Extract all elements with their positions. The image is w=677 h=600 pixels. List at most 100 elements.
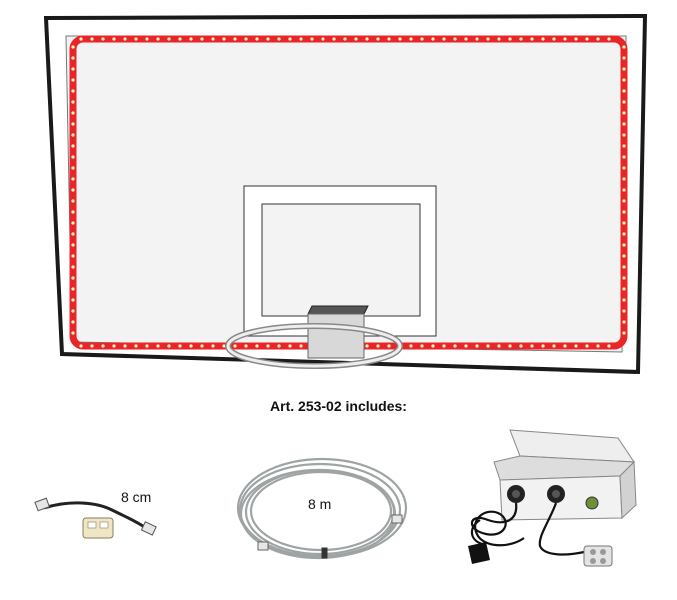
led-dot [464,344,468,348]
led-dot [552,344,556,348]
led-dot [365,37,369,41]
led-dot [112,37,116,41]
led-dot [343,37,347,41]
led-dot [71,133,75,137]
led-dot [156,37,160,41]
led-dot [442,37,446,41]
led-dot [71,89,75,93]
led-dot [530,37,534,41]
status-indicator [585,496,599,510]
led-dot [622,287,626,291]
led-dot [101,37,105,41]
led-dot [420,37,424,41]
led-dot [71,320,75,324]
rim-bracket [307,313,365,359]
led-dot [497,344,501,348]
led-dot [321,37,325,41]
led-dot [288,37,292,41]
led-dot [112,344,116,348]
led-dot [123,37,127,41]
led-dot [622,265,626,269]
led-dot [622,298,626,302]
led-dot [508,37,512,41]
led-dot [189,344,193,348]
led-dot [167,344,171,348]
led-dot [71,122,75,126]
led-dot [211,344,215,348]
led-dot [541,37,545,41]
led-dot [622,67,626,71]
led-dot [71,232,75,236]
led-dot [585,37,589,41]
led-dot [622,89,626,93]
led-dot [622,331,626,335]
led-dot [475,37,479,41]
led-dots [71,37,626,348]
shooter-square-inner [261,203,421,317]
led-dot [266,344,270,348]
led-dot [508,344,512,348]
led-dot [71,56,75,60]
led-dot [71,309,75,313]
led-dot [71,265,75,269]
led-dot [596,344,600,348]
led-dot [71,155,75,159]
led-dot [255,344,259,348]
led-dot [71,243,75,247]
led-dot [464,37,468,41]
led-dot [607,37,611,41]
led-dot [71,100,75,104]
led-dot [622,122,626,126]
led-dot [607,344,611,348]
led-dot [453,344,457,348]
hoop-rim-highlight [226,324,402,368]
led-dot [79,344,83,348]
led-dot [376,37,380,41]
led-dot [519,344,523,348]
led-dot [244,344,248,348]
led-dot [255,37,259,41]
led-dot [79,37,83,41]
led-dot [622,232,626,236]
led-dot [563,37,567,41]
short-cable-length-label: 8 cm [121,489,152,505]
led-dot [134,344,138,348]
led-dot [409,37,413,41]
led-dot [71,210,75,214]
led-dot [200,344,204,348]
led-dot [622,45,626,49]
led-dot [71,276,75,280]
led-dot [622,221,626,225]
led-dot [563,344,567,348]
led-dot [431,344,435,348]
led-dot [486,344,490,348]
led-dot [211,37,215,41]
led-dot [622,320,626,324]
led-dot [123,344,127,348]
led-dot [134,37,138,41]
led-dot [622,78,626,82]
led-dot [178,344,182,348]
led-dot [574,344,578,348]
coiled-cable [236,457,408,560]
led-dot [552,37,556,41]
long-cable-length-label: 8 m [308,496,332,512]
led-dot [277,37,281,41]
led-dot [288,344,292,348]
led-dot [310,37,314,41]
led-dot [354,37,358,41]
led-dot [519,37,523,41]
led-dot [622,100,626,104]
led-dot [189,37,193,41]
led-dot [622,254,626,258]
led-dot [376,344,380,348]
led-dot [145,344,149,348]
led-dot [365,344,369,348]
led-dot [222,344,226,348]
led-dot [277,344,281,348]
led-dot [622,276,626,280]
led-dot [398,37,402,41]
power-cable [470,502,585,556]
led-dot [71,221,75,225]
